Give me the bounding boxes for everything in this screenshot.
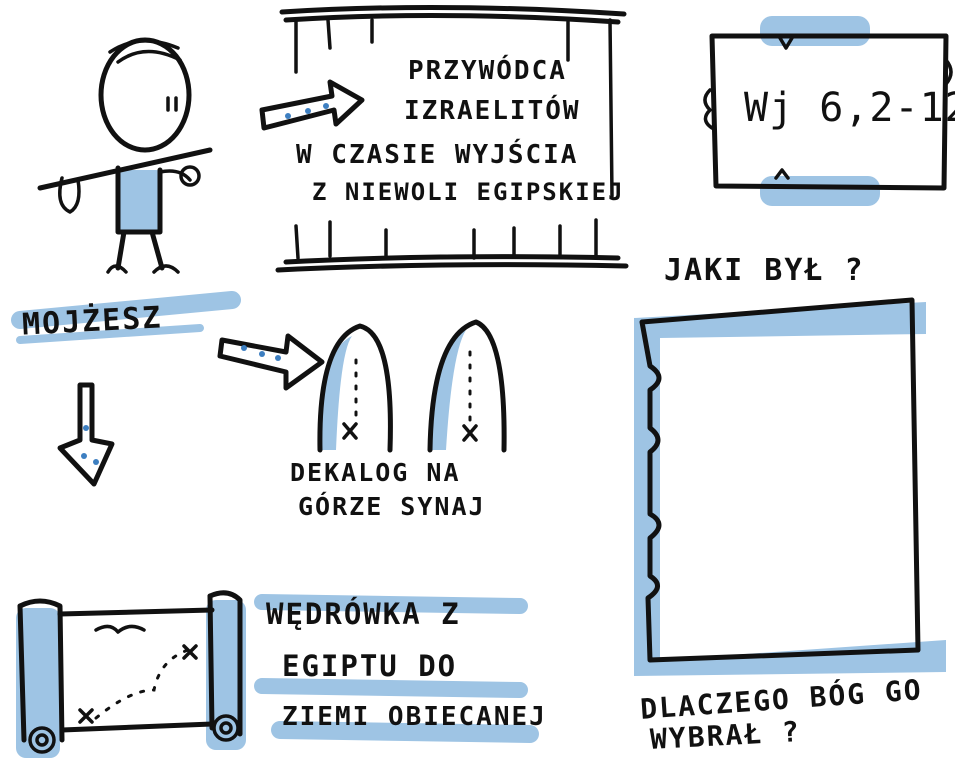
exodus-label-line1: W CZASIE WYJŚCIA [296, 142, 578, 168]
journey-label-line3: ZIEMI OBIECANEJ [282, 704, 547, 730]
arrow-tablets-icon [220, 336, 322, 388]
decalogue-label-line2: GÓRZE SYNAJ [298, 494, 486, 519]
question-what-label: JAKI BYŁ ? [664, 256, 865, 286]
banner-frame-icon [278, 7, 626, 270]
journey-label-line1: WĘDRÓWKA Z [266, 600, 461, 629]
question-why-line2: WYBRAŁ ? [649, 718, 801, 754]
exodus-label-line2: Z NIEWOLI EGIPSKIEJ [312, 180, 625, 204]
decalogue-label-line1: DEKALOG NA [290, 460, 461, 485]
reference-label: Wj 6,2-12 [744, 88, 955, 128]
leader-label-line1: PRZYWÓDCA [408, 58, 567, 84]
arrow-down-icon [60, 385, 112, 484]
leader-label-line2: IZRAELITÓW [404, 98, 581, 124]
moses-name-label: MOJŻESZ [21, 303, 163, 340]
arrow-right-icon [262, 82, 362, 128]
empty-scroll-frame-icon [634, 300, 946, 676]
stone-tablets-icon [320, 322, 504, 450]
moses-figure-icon [40, 40, 210, 272]
journey-label-line2: EGIPTU DO [282, 652, 457, 681]
map-scroll-icon [16, 593, 246, 758]
